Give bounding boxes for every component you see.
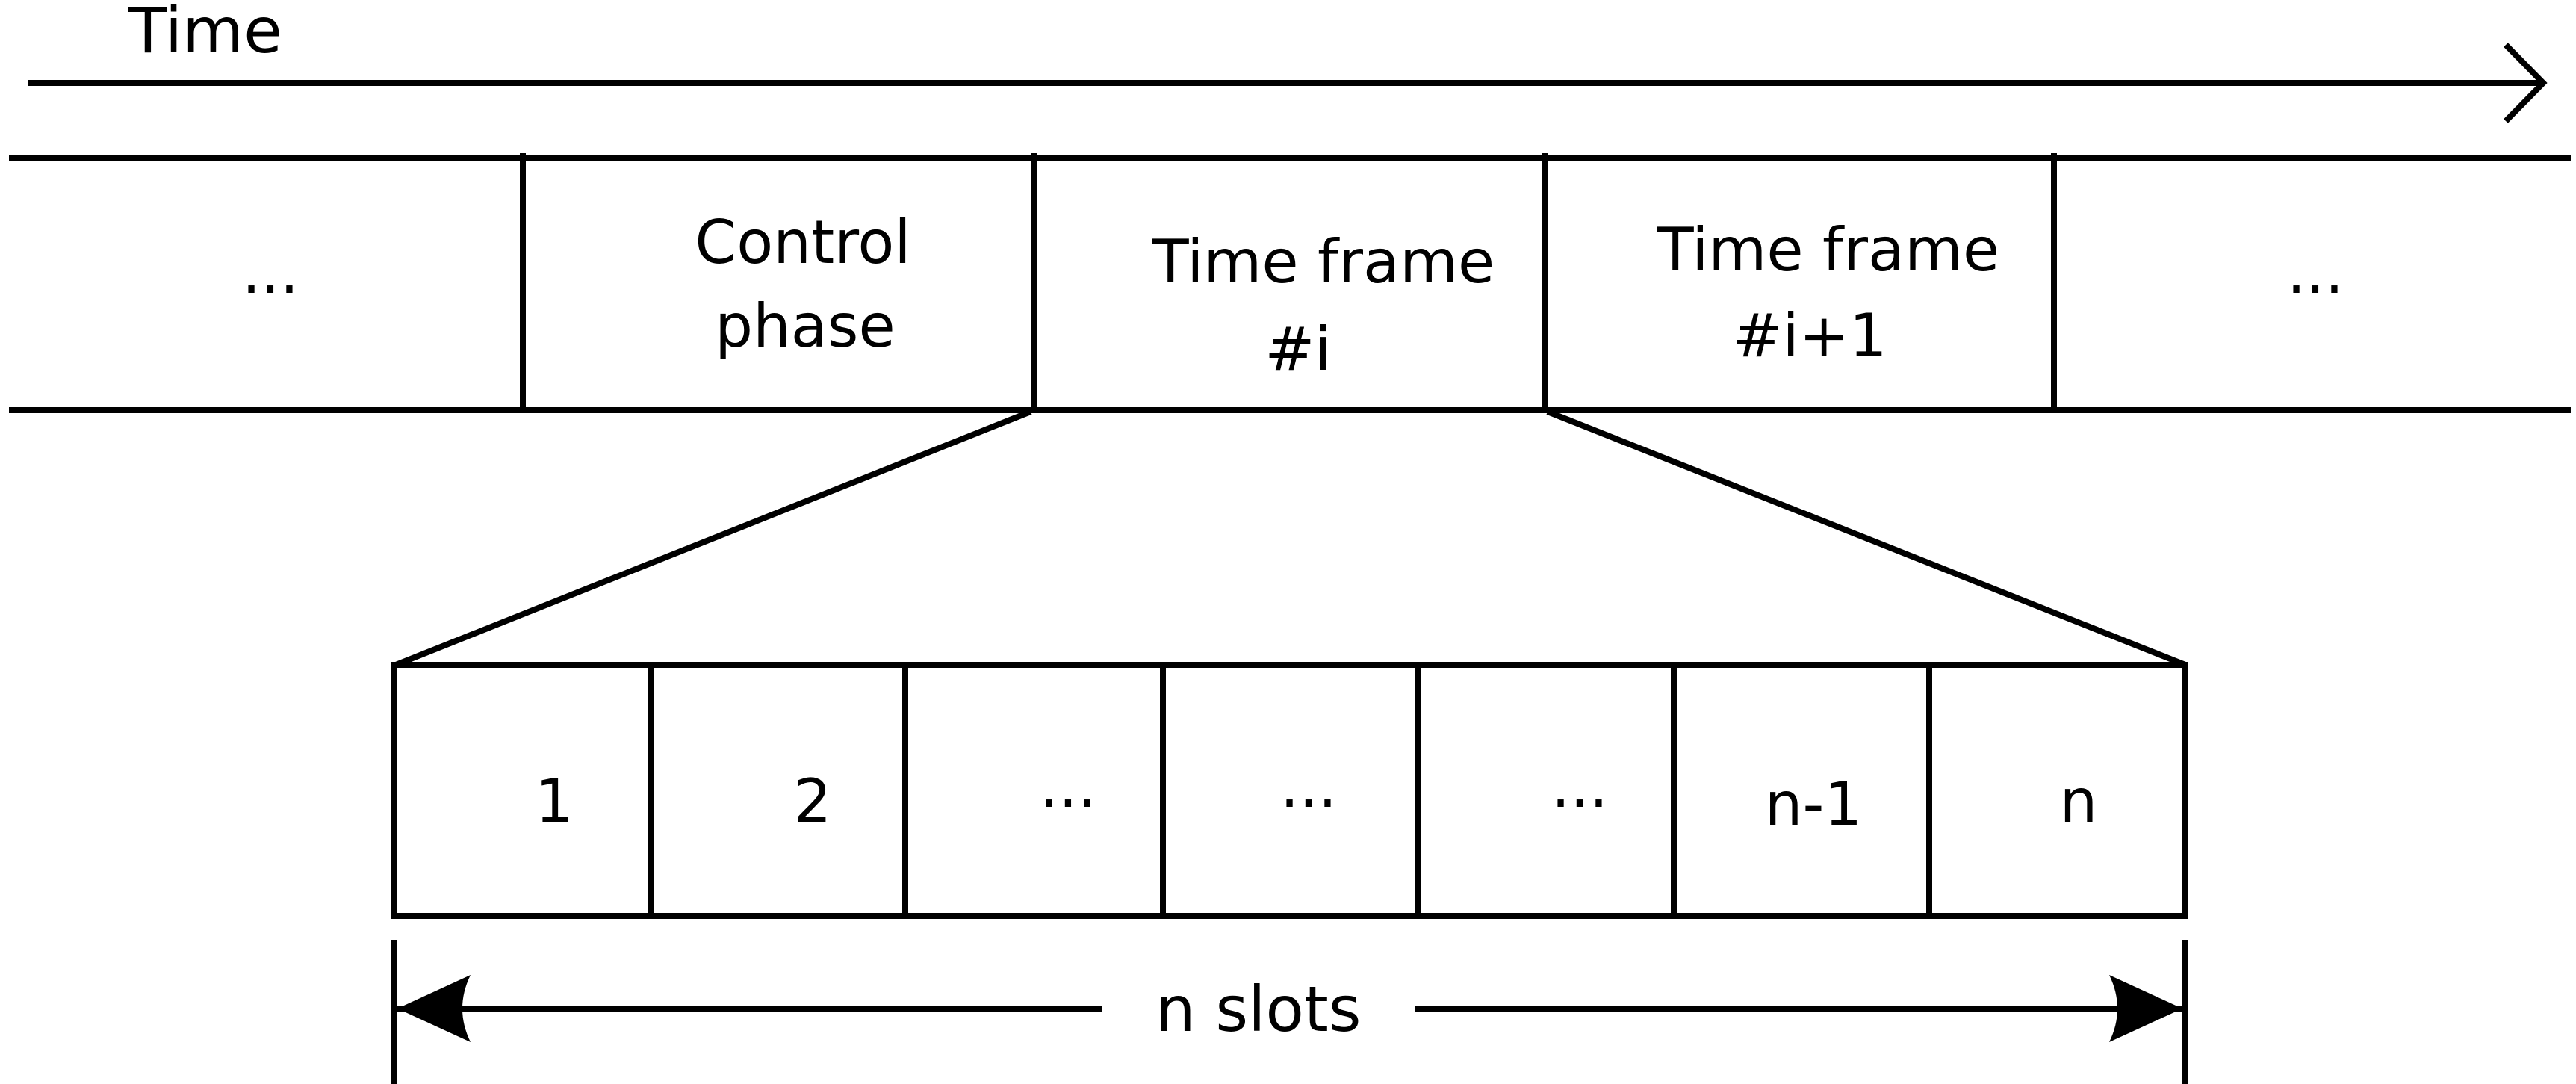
time-frame-i-label-line1: Time frame xyxy=(1152,227,1495,297)
slot-label-ellipsis-2: ... xyxy=(1280,752,1337,821)
slot-row: 1 2 ... ... ... n-1 n xyxy=(391,662,2188,919)
frame-cell-ellipsis-left: ... xyxy=(242,238,299,307)
expansion-lines xyxy=(394,409,2187,668)
slot-row-box xyxy=(391,662,2188,919)
time-axis-arrowhead xyxy=(2504,43,2548,123)
slot-label-2: 2 xyxy=(794,766,832,836)
slot-span-dimension: n slots xyxy=(391,940,2188,1084)
slot-label-ellipsis-1: ... xyxy=(1040,752,1096,821)
span-arrowhead-right xyxy=(2109,975,2182,1042)
control-phase-label-line2: phase xyxy=(715,291,895,361)
control-phase-label-line1: Control xyxy=(695,208,910,277)
time-axis-label: Time xyxy=(128,0,282,67)
time-frame-i-label-line2: #i xyxy=(1264,315,1331,384)
slot-label-ellipsis-3: ... xyxy=(1551,752,1608,821)
time-axis: Time xyxy=(28,0,2548,123)
slot-label-n: n xyxy=(2060,766,2098,836)
time-frame-i-plus-1-label-line2: #i+1 xyxy=(1732,301,1887,371)
expansion-line-right xyxy=(1546,409,2187,668)
time-frame-i-plus-1-label-line1: Time frame xyxy=(1657,215,1999,285)
frame-cell-ellipsis-right: ... xyxy=(2287,238,2344,307)
expansion-line-left xyxy=(394,409,1032,668)
slot-label-n-minus-1: n-1 xyxy=(1765,769,1862,839)
span-arrowhead-left xyxy=(397,975,471,1042)
frame-row: ... Control phase Time frame #i Time fra… xyxy=(9,153,2571,413)
span-label: n slots xyxy=(1155,973,1361,1046)
slot-label-1: 1 xyxy=(536,766,574,836)
